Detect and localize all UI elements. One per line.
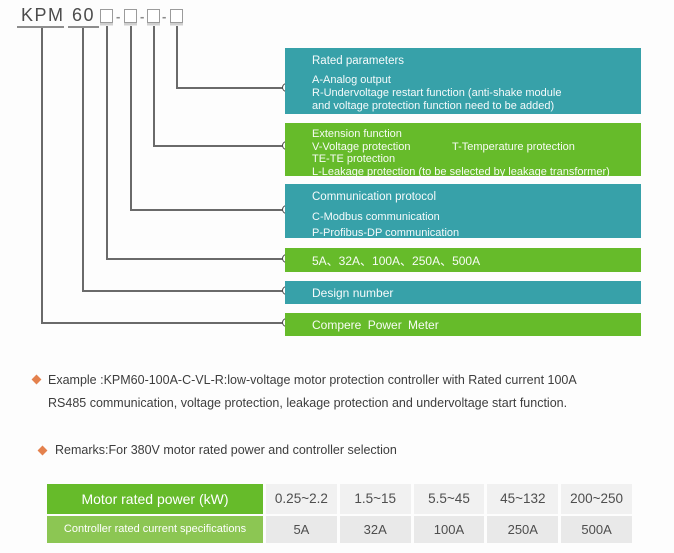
connector-line — [153, 26, 155, 146]
legend-item: L-Leakage protection (to be selected by … — [312, 165, 610, 177]
connector-line — [82, 290, 283, 292]
legend-item: and voltage protection function need to … — [312, 100, 555, 112]
table-cell-current: 100A — [413, 516, 485, 543]
legend-item: R-Undervoltage restart function (anti-sh… — [312, 87, 562, 99]
table-header-power: Motor rated power (kW) — [47, 484, 263, 514]
separator-3: - — [162, 9, 167, 24]
remarks-text: Remarks:For 380V motor rated power and c… — [55, 443, 397, 457]
table-cell-power: 45~132 — [487, 484, 559, 514]
connector-line — [130, 209, 283, 211]
connector-line — [82, 28, 84, 291]
legend-item: V-Voltage protection — [312, 140, 411, 153]
table-cell-current: 5A — [266, 516, 337, 543]
connector-line — [41, 28, 43, 323]
legend-title: Extension function — [312, 128, 402, 140]
connector-line — [176, 87, 283, 89]
legend-box-communication-protocol: Communication protocol C-Modbus communic… — [285, 184, 641, 238]
legend-box-product-name: Compere Power Meter — [285, 313, 641, 336]
model-design-number: 60 — [72, 5, 96, 25]
table-header-current: Controller rated current specifications — [47, 516, 263, 543]
table-cell-power: 200~250 — [561, 484, 632, 514]
connector-line — [41, 322, 283, 324]
legend-item-row: V-Voltage protection T-Temperature protec… — [312, 141, 633, 154]
connector-line — [153, 145, 283, 147]
table-cell-current: 32A — [339, 516, 411, 543]
separator-2: - — [140, 9, 145, 24]
table-cell-power: 0.25~2.2 — [266, 484, 337, 514]
prefix-underline — [17, 26, 64, 28]
legend-item: C-Modbus communication — [312, 211, 440, 223]
model-placeholder-box-3 — [147, 9, 160, 23]
table-cell-power: 1.5~15 — [339, 484, 411, 514]
model-placeholder-box-1 — [100, 9, 113, 23]
connector-line — [130, 26, 132, 210]
model-placeholder-box-2 — [124, 9, 137, 23]
legend-title: Rated parameters — [312, 55, 405, 67]
diamond-bullet-icon — [37, 445, 48, 456]
connector-line — [176, 26, 178, 88]
example-line2: RS485 communication, voltage protection,… — [48, 396, 568, 410]
model-prefix: KPM — [21, 5, 65, 25]
table-cell-power: 5.5~45 — [413, 484, 485, 514]
legend-title: Communication protocol — [312, 191, 437, 203]
table-row-current: Controller rated current specifications … — [47, 516, 632, 543]
table-row-power: Motor rated power (kW) 0.25~2.2 1.5~15 5… — [47, 484, 632, 514]
legend-text: Design number — [312, 285, 394, 300]
legend-text: 5A、32A、100A、250A、500A — [312, 253, 481, 268]
table-cell-current: 500A — [561, 516, 632, 543]
connector-line — [106, 26, 108, 259]
table-cell-current: 250A — [487, 516, 559, 543]
design-underline — [68, 26, 99, 28]
legend-text: Compere Power Meter — [312, 317, 439, 332]
legend-item: P-Profibus-DP communication — [312, 227, 460, 238]
legend-box-rated-parameters: Rated parameters A-Analog output R-Under… — [285, 48, 641, 114]
legend-box-design-number: Design number — [285, 281, 641, 304]
legend-item: A-Analog output — [312, 74, 391, 86]
legend-box-current-ratings: 5A、32A、100A、250A、500A — [285, 248, 641, 272]
separator-1: - — [116, 9, 121, 24]
diamond-bullet-icon — [31, 374, 42, 385]
selection-table: Motor rated power (kW) 0.25~2.2 1.5~15 5… — [47, 484, 632, 545]
remarks-note: Remarks:For 380V motor rated power and c… — [55, 443, 655, 457]
example-note: Example :KPM60-100A-C-VL-R:low-voltage m… — [48, 369, 658, 415]
connector-line — [106, 258, 283, 260]
legend-item: T-Temperature protection — [452, 140, 575, 153]
model-placeholder-box-4 — [170, 9, 183, 23]
example-line1: Example :KPM60-100A-C-VL-R:low-voltage m… — [48, 373, 577, 387]
legend-item: TE-TE protection — [312, 153, 396, 165]
